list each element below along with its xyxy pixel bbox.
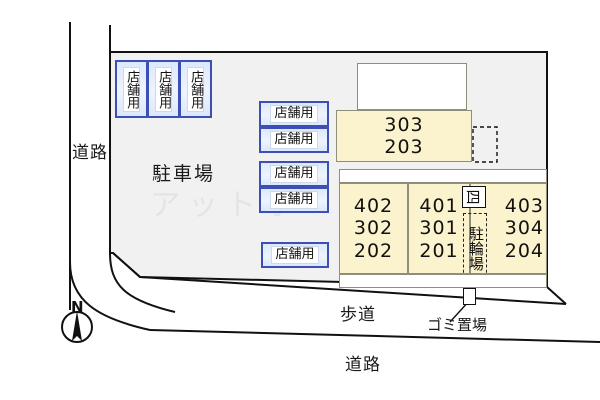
unit-304: 304	[504, 217, 544, 240]
unit-204: 204	[504, 239, 544, 262]
shop-box-mid-2-label: 店舗用	[270, 131, 318, 149]
bottom-road-upper-edge	[149, 329, 600, 343]
shop-box-top-3[interactable]: 店舗用	[179, 60, 212, 118]
stairs-icon: 四	[462, 186, 486, 208]
compass-rose	[61, 311, 93, 343]
unit-402: 402	[353, 194, 394, 217]
shop-box-top-1[interactable]: 店舗用	[115, 60, 148, 118]
unit-block-401-301-201[interactable]: 401 301 201	[408, 183, 470, 274]
lower-building-bottom-corridor	[339, 274, 547, 288]
shop-box-low-1-label: 店舗用	[271, 246, 319, 264]
unit-301: 301	[419, 217, 459, 240]
shop-box-top-3-label: 店舗用	[186, 66, 205, 112]
parking-lot-label: 駐車場	[152, 163, 216, 185]
shop-box-low-1[interactable]: 店舗用	[261, 242, 329, 268]
unit-upper-room-2: 203	[384, 136, 424, 158]
shop-box-top-2-label: 店舗用	[154, 66, 173, 112]
shop-box-mid-1-label: 店舗用	[270, 105, 318, 123]
shop-box-mid-4-label: 店舗用	[270, 191, 318, 209]
shop-box-top-2[interactable]: 店舗用	[147, 60, 180, 118]
sidewalk-label: 歩道	[340, 305, 376, 325]
bicycle-parking-area[interactable]: 駐輪場	[463, 213, 487, 283]
lower-building-top-corridor	[339, 169, 547, 183]
unit-block-402-302-202[interactable]: 402 302 202	[339, 183, 408, 274]
road-left-label: 道路	[72, 143, 108, 163]
upper-building-balcony	[357, 63, 467, 110]
garbage-area-label: ゴミ置場	[427, 316, 488, 334]
unit-302: 302	[353, 217, 394, 240]
shop-box-mid-2[interactable]: 店舗用	[259, 127, 329, 153]
road-left-left-edge	[69, 22, 151, 331]
sidewalk-upper-edge	[112, 252, 567, 305]
parcel-right-edge-lower	[546, 286, 567, 305]
unit-201: 201	[419, 239, 459, 262]
garbage-area-box[interactable]	[463, 288, 476, 305]
unit-block-upper[interactable]: 303 203	[336, 110, 472, 162]
road-left-right-edge	[109, 25, 176, 313]
compass-north-label: N	[71, 298, 84, 316]
unit-block-403-304-204[interactable]: 403 304 204	[470, 183, 547, 274]
bicycle-parking-label: 駐輪場	[466, 225, 485, 271]
unit-401: 401	[419, 194, 459, 217]
road-bottom-label: 道路	[345, 355, 381, 375]
unit-upper-room-1: 303	[384, 113, 424, 136]
shop-box-top-1-label: 店舗用	[122, 66, 141, 112]
unit-403: 403	[504, 194, 544, 217]
shop-box-mid-4[interactable]: 店舗用	[259, 187, 329, 213]
unit-202: 202	[353, 239, 394, 262]
shop-box-mid-3-label: 店舗用	[270, 165, 318, 183]
shop-box-mid-1[interactable]: 店舗用	[259, 101, 329, 127]
shop-box-mid-3[interactable]: 店舗用	[259, 161, 329, 187]
